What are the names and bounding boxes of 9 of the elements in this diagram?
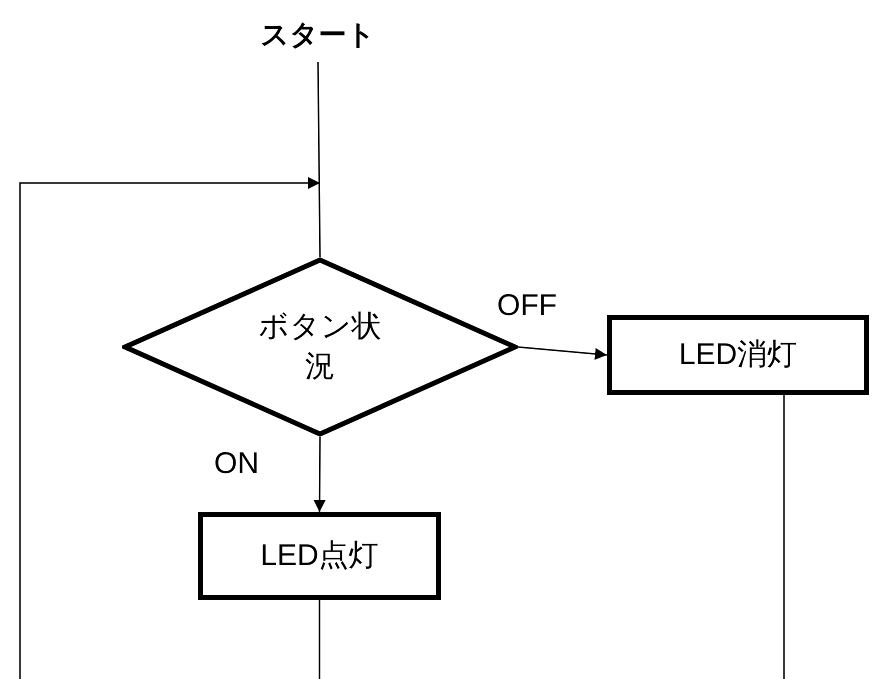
process-box: LED消灯 [607, 315, 869, 395]
process-box: LED点灯 [198, 512, 441, 600]
arrow [19, 177, 320, 679]
start-label: スタート [238, 12, 398, 58]
arrow [314, 437, 326, 512]
arrow [518, 346, 608, 360]
connector-line [318, 600, 320, 679]
connector-line [783, 395, 785, 679]
connector-line [317, 62, 321, 257]
